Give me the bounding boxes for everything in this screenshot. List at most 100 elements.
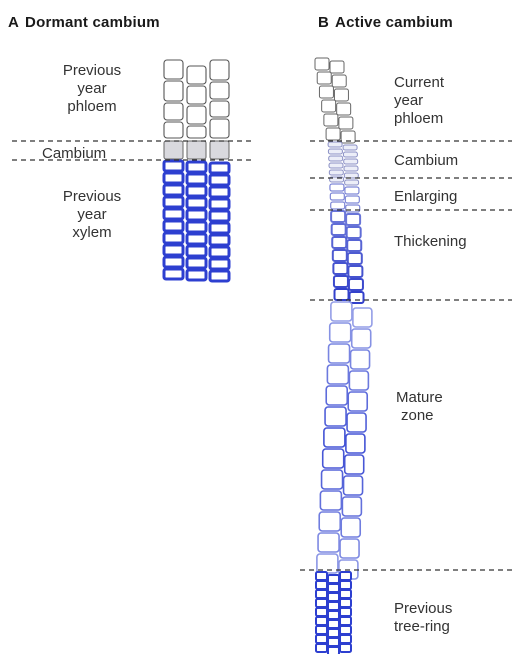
active-cell (347, 227, 361, 238)
label-previous-year-phloem: Previous year phloem (42, 62, 142, 116)
active-cell (330, 184, 344, 191)
phloem-cell (164, 103, 183, 120)
xylem-cell (210, 259, 229, 269)
xylem-cell (187, 162, 206, 172)
xylem-cell (164, 245, 183, 255)
active-cell (343, 145, 357, 150)
label-line: xylem (42, 224, 142, 242)
dormant-cambium-cells (164, 141, 229, 159)
xylem-cell (187, 198, 206, 208)
mature-cell (325, 407, 346, 426)
phloem-cell (210, 101, 229, 117)
active-cell (322, 100, 336, 112)
mature-cell (319, 512, 340, 531)
phloem-cell (164, 81, 183, 101)
active-cell (335, 289, 349, 300)
active-cell (329, 163, 343, 168)
label-line: Current (394, 74, 444, 92)
label-line: phloem (394, 110, 444, 128)
mature-cell (347, 413, 366, 432)
active-cell (345, 180, 359, 185)
xylem-cell (164, 173, 183, 183)
phloem-cell (210, 119, 229, 138)
previous-ring-cell (316, 626, 327, 634)
active-cell (334, 276, 348, 287)
previous-ring-cell (340, 635, 351, 643)
active-cell (329, 170, 343, 175)
previous-ring-cell (340, 626, 351, 634)
previous-ring-cell (340, 617, 351, 625)
previous-ring-cell (340, 581, 351, 589)
xylem-cell (164, 161, 183, 171)
previous-ring-cell (340, 590, 351, 598)
active-cell (348, 266, 362, 277)
active-cell (337, 103, 351, 115)
label-line: Mature (396, 389, 443, 407)
xylem-cell (187, 234, 206, 244)
mature-cell (330, 323, 351, 342)
active-cell (344, 166, 358, 171)
xylem-cell (187, 174, 206, 184)
mature-cell (326, 386, 347, 405)
active-cell (331, 202, 345, 209)
previous-ring-cell (328, 620, 339, 628)
xylem-cell (164, 269, 183, 279)
xylem-cell (164, 197, 183, 207)
cambium-cell (164, 141, 183, 159)
previous-ring-cell (340, 644, 351, 652)
phloem-cell (210, 60, 229, 80)
mature-cell (329, 344, 350, 363)
mature-cell (346, 434, 365, 453)
mature-cell (349, 371, 368, 390)
phloem-cell (187, 86, 206, 104)
xylem-cell (187, 270, 206, 280)
mature-cell (327, 365, 348, 384)
active-cell (319, 86, 333, 98)
panel-a-letter: A (8, 14, 19, 31)
mature-cell (345, 455, 364, 474)
mature-cell (324, 428, 345, 447)
mature-cell (331, 302, 352, 321)
label-thickening: Thickening (394, 233, 467, 251)
label-enlarging: Enlarging (394, 188, 457, 206)
phloem-cell (187, 126, 206, 138)
previous-ring-cell (340, 599, 351, 607)
previous-ring-cell (328, 647, 339, 654)
cambium-cell (210, 141, 229, 159)
active-cell (324, 114, 338, 126)
mature-cell (340, 539, 359, 558)
active-cell (339, 117, 353, 129)
panel-b-title-text: Active cambium (335, 14, 453, 31)
label-line: year (42, 206, 142, 224)
mature-cell (320, 491, 341, 510)
xylem-cell (164, 221, 183, 231)
xylem-cell (187, 258, 206, 268)
previous-ring-cell (316, 608, 327, 616)
active-cell (344, 159, 358, 164)
active-cell (344, 173, 358, 178)
active-cell (343, 152, 357, 157)
mature-cell (352, 329, 371, 348)
xylem-cell (210, 223, 229, 233)
previous-ring-cell (316, 590, 327, 598)
phloem-cell (187, 66, 206, 84)
label-active-cambium: Cambium (394, 152, 458, 170)
xylem-cell (164, 209, 183, 219)
previous-ring-cell (328, 584, 339, 592)
phloem-cell (164, 122, 183, 138)
previous-ring-cell (328, 629, 339, 637)
active-cell (332, 75, 346, 87)
previous-ring-cell (316, 572, 327, 580)
mature-cell (323, 449, 344, 468)
label-line: Previous (42, 62, 142, 80)
active-cell (329, 156, 343, 161)
active-cell (346, 205, 360, 212)
label-dormant-cambium: Cambium (42, 145, 106, 163)
phloem-cell (187, 106, 206, 124)
active-cell (315, 58, 329, 70)
phloem-cell (164, 60, 183, 79)
phloem-cell (210, 82, 229, 99)
previous-ring-cell (340, 572, 351, 580)
xylem-cell (164, 257, 183, 267)
